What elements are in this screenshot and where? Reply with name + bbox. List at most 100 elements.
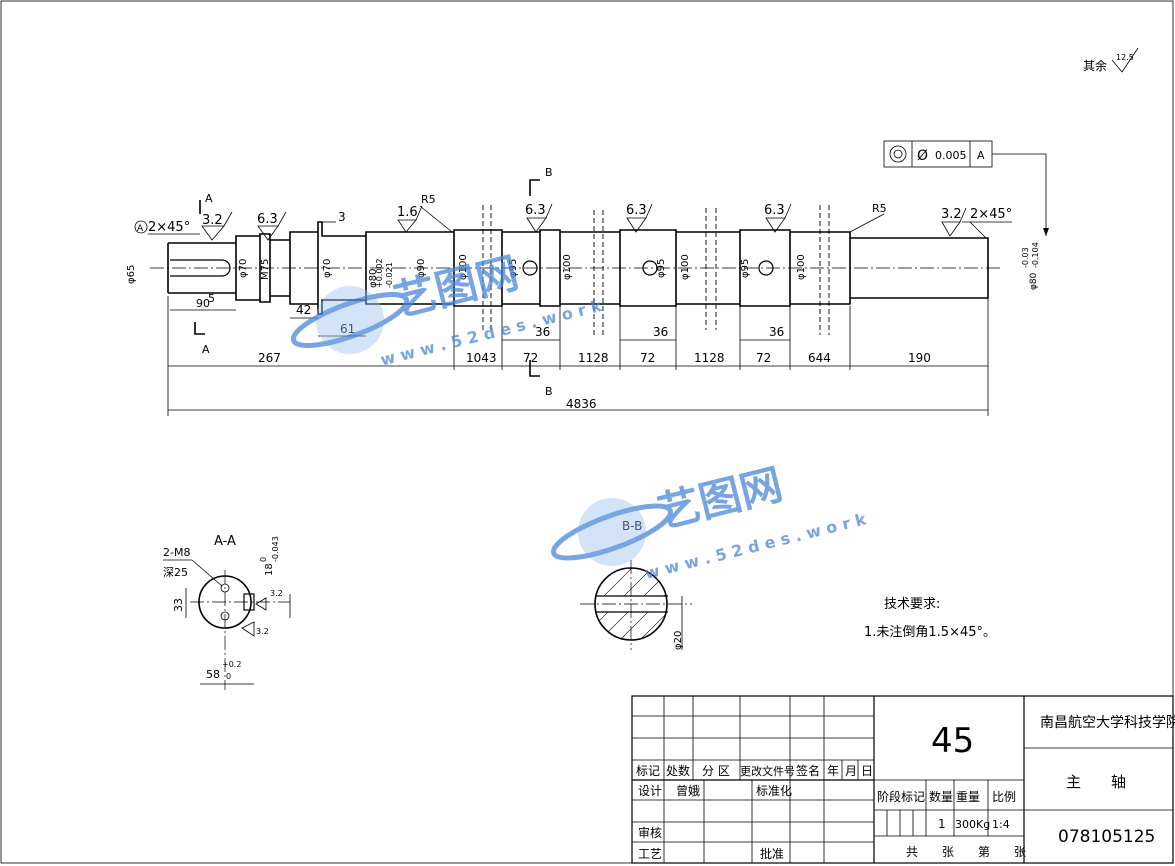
technical-requirements: 技术要求: 1.未注倒角1.5×45°。	[864, 597, 996, 640]
roughness-symbol-icon	[1111, 47, 1139, 73]
aa-key18: 18	[264, 563, 275, 576]
roughness-6-3-c: 6.3	[626, 203, 647, 218]
aa-33: 33	[172, 598, 185, 612]
aa-key18-upper: 0	[259, 557, 268, 562]
section-a-bottom: A	[202, 343, 210, 356]
roughness-note-label: 其余	[1083, 58, 1107, 73]
tb-check: 审核	[638, 825, 662, 840]
roughness-icon	[397, 205, 423, 233]
chamfer-left: 2×45°	[148, 220, 190, 235]
tb-mark: 标记	[636, 764, 660, 778]
dia-100a: φ100	[458, 254, 469, 280]
tb-count: 处数	[666, 763, 690, 778]
radius-label-right: R5	[872, 202, 887, 215]
title-block: 标记 处数 分 区 更改文件号 签名 年 月 日 设计 曾娥 标准化 审核 工艺…	[631, 695, 1175, 864]
dia-70a: φ70	[238, 259, 249, 278]
tb-zone: 分 区	[702, 764, 730, 778]
dim-267: 267	[258, 351, 281, 365]
roughness-6-3-b: 6.3	[525, 203, 546, 218]
tb-qty-label: 数量	[929, 789, 953, 804]
watermark: 艺图网 w w w . 5 2 d e s . w o r k 艺图网 w w …	[290, 248, 868, 583]
tb-scale-label: 比例	[992, 790, 1016, 804]
dim-190: 190	[908, 351, 931, 365]
aa-58-tol: +0.2	[222, 660, 241, 669]
tb-year: 年	[827, 764, 839, 778]
dim-1128a: 1128	[578, 351, 609, 365]
dim-5: 5	[208, 292, 215, 305]
tb-approve: 批准	[760, 846, 784, 861]
dia-80: φ80	[368, 269, 379, 288]
watermark-brand-bottom: 艺图网	[653, 459, 787, 537]
section-b-bottom: B	[545, 385, 553, 398]
roughness-icon	[941, 207, 967, 237]
tb-stage: 阶段标记	[877, 789, 925, 804]
bb-diam: φ20	[673, 631, 684, 650]
tb-sign: 签名	[796, 763, 820, 778]
roughness-icon	[765, 203, 792, 233]
dim-36c: 36	[769, 325, 784, 339]
dia-70b: φ70	[322, 259, 333, 278]
section-a-top: A	[205, 192, 213, 205]
tb-process: 工艺	[638, 847, 662, 861]
roughness-6-3-a: 6.3	[257, 212, 278, 227]
tb-school: 南昌航空大学科技学院	[1040, 715, 1175, 731]
aa-depth: 深25	[163, 566, 188, 579]
aa-key18-lower: -0.043	[271, 536, 280, 562]
dia-100c: φ100	[680, 254, 691, 280]
end-upper: -0.03	[1021, 247, 1030, 268]
tolerance-frame: Ø 0.005 A	[883, 140, 1049, 236]
tech-req-item1: 1.未注倒角1.5×45°。	[864, 625, 996, 640]
dim-1128b: 1128	[694, 351, 725, 365]
tb-drawing-no: 078105125	[1058, 827, 1155, 847]
shaft-main-view	[150, 205, 1000, 335]
end-lower: -0.104	[1031, 242, 1040, 268]
tb-part-name: 主 轴	[1066, 773, 1126, 791]
roughness-3-2-b: 3.2	[941, 207, 962, 222]
tb-design-name: 曾娥	[676, 784, 700, 798]
tol-datum: A	[977, 149, 985, 162]
watermark-brand-top: 艺图网	[389, 248, 523, 326]
section-marks: A A B B	[194, 166, 553, 398]
dimensions: 3 90 5 42 61 267 36 36 36 1043 72 1128 7…	[167, 210, 989, 416]
section-a-a: A-A 2-M8 深25 33 58 +0.2 0 18 0 -0.043 3.…	[163, 534, 291, 690]
m75: M75	[260, 259, 271, 280]
dim-36a: 36	[535, 325, 550, 339]
dia-95c: φ95	[740, 259, 751, 278]
roughness-6-3-d: 6.3	[764, 203, 785, 218]
tb-standard: 标准化	[756, 784, 792, 798]
dim-90: 90	[196, 297, 210, 310]
aa-58-tol-b: 0	[226, 672, 231, 681]
roughness-3-2-a: 3.2	[202, 213, 223, 228]
tb-design: 设计	[638, 784, 662, 798]
dia-95a: φ95	[508, 259, 519, 278]
section-b-top: B	[545, 166, 553, 179]
tb-day: 日	[861, 764, 873, 778]
tb-sheets: 共 张 第 张	[906, 845, 1026, 859]
dia-95b: φ95	[656, 259, 667, 278]
roughness-icon	[201, 211, 233, 241]
aa-58: 58	[206, 668, 220, 681]
dim-3: 3	[338, 210, 346, 224]
aa-r32b: 3.2	[256, 627, 269, 636]
tb-month: 月	[845, 764, 857, 778]
dim-72b: 72	[640, 351, 655, 365]
dia-90: φ90	[416, 259, 427, 278]
end-dia-prefix: φ80	[1029, 272, 1039, 290]
section-aa-title: A-A	[214, 534, 236, 549]
dia-65: φ65	[126, 265, 137, 284]
dim-1043: 1043	[466, 351, 497, 365]
dim-644: 644	[808, 351, 831, 365]
tol-value: 0.005	[935, 149, 967, 162]
aa-r32: 3.2	[270, 589, 283, 598]
diameter-labels: φ65 φ70 M75 φ70 φ80 φ90 φ100 φ95 φ100 φ9…	[126, 242, 1040, 290]
roughness-icon	[526, 203, 553, 233]
d80-lower: -0.021	[385, 262, 394, 288]
roughness-1-6: 1.6	[397, 205, 418, 220]
roughness-icon	[626, 203, 653, 233]
chamfer-right: 2×45°	[970, 207, 1012, 222]
roughness-note-value: 12.5	[1116, 53, 1134, 62]
dim-36b: 36	[653, 325, 668, 339]
tb-qty: 1	[938, 817, 946, 831]
concentricity-icon	[889, 145, 907, 163]
roughness-symbols: A 2×45° 3.2 6.3 1.6 6.3 6.3 6.3 3.2 2×45…	[134, 193, 1012, 241]
